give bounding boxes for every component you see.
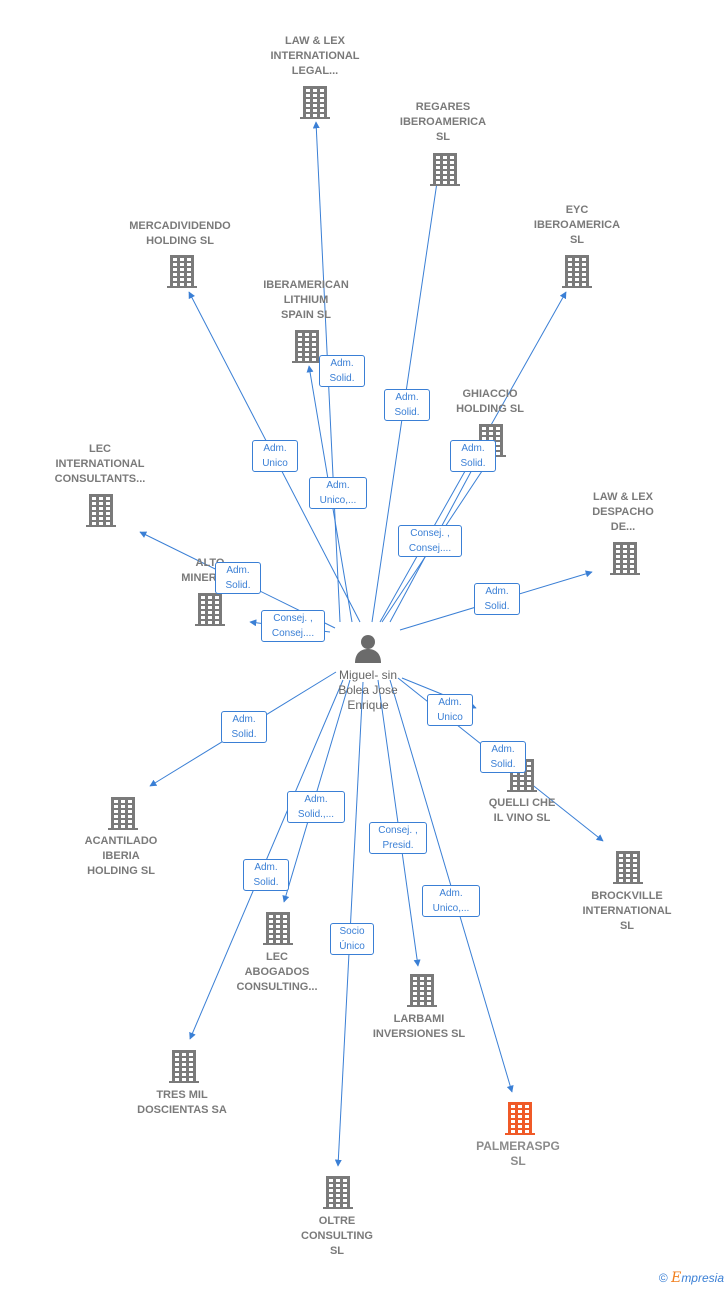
company-node-lec-intl[interactable]: LEC INTERNATIONAL CONSULTANTS...	[35, 442, 165, 487]
company-label: LEC INTERNATIONAL CONSULTANTS...	[54, 443, 146, 485]
building-icon	[195, 593, 225, 626]
brand-mark: E	[671, 1270, 682, 1286]
company-node-law-lex-desp[interactable]: LAW & LEX DESPACHO DE...	[558, 490, 688, 535]
company-node-iberamerican[interactable]: IBERAMERICAN LITHIUM SPAIN SL	[241, 278, 371, 323]
building-icon	[300, 86, 330, 119]
company-node-mercadividendo[interactable]: MERCADIVIDENDO HOLDING SL	[115, 219, 245, 249]
copyright-icon: ©	[658, 1271, 668, 1285]
company-node-law-lex-intl[interactable]: LAW & LEX INTERNATIONAL LEGAL...	[250, 34, 380, 79]
company-label: GHIACCIO HOLDING SL	[456, 388, 524, 415]
company-label: ACANTILADO IBERIA HOLDING SL	[84, 835, 158, 877]
company-label: LEC ABOGADOS CONSULTING...	[236, 951, 318, 993]
company-label: TRES MIL DOSCIENTAS SA	[137, 1089, 227, 1116]
building-icon	[610, 542, 640, 575]
relation-label[interactable]: Consej. , Consej....	[398, 525, 462, 557]
relation-label[interactable]: Adm. Solid.	[474, 583, 520, 615]
relation-label[interactable]: Consej. , Presid.	[369, 822, 427, 854]
company-node-larbami[interactable]: LARBAMI INVERSIONES SL	[354, 1012, 484, 1042]
building-icon	[263, 912, 293, 945]
building-icon	[167, 255, 197, 288]
relation-label[interactable]: Consej. , Consej....	[261, 610, 325, 642]
company-node-ghiaccio[interactable]: GHIACCIO HOLDING SL	[425, 387, 555, 417]
company-label: LARBAMI INVERSIONES SL	[372, 1013, 466, 1040]
relation-label[interactable]: Adm. Solid.	[384, 389, 430, 421]
company-label: OLTRE CONSULTING SL	[301, 1215, 373, 1257]
building-icon	[108, 797, 138, 830]
company-node-lec-abogados[interactable]: LEC ABOGADOS CONSULTING...	[212, 950, 342, 995]
relation-label[interactable]: Adm. Solid.	[221, 711, 267, 743]
company-label: PALMERASPG SL	[476, 1139, 560, 1168]
building-icon	[169, 1050, 199, 1083]
relation-label[interactable]: Adm. Solid.	[243, 859, 289, 891]
person-node[interactable]: Miguel- sin Bolea Jose Enrique	[323, 633, 413, 713]
building-icon	[430, 153, 460, 186]
person-name: Miguel- sin Bolea Jose Enrique	[338, 668, 398, 712]
company-label: MERCADIVIDENDO HOLDING SL	[129, 220, 231, 247]
company-label: LAW & LEX DESPACHO DE...	[592, 491, 654, 533]
building-icon	[323, 1176, 353, 1209]
relation-label[interactable]: Adm. Unico	[252, 440, 298, 472]
company-node-eyc[interactable]: EYC IBEROAMERICA SL	[512, 203, 642, 248]
company-label: EYC IBEROAMERICA SL	[533, 204, 621, 246]
relation-label[interactable]: Adm. Solid.	[480, 741, 526, 773]
company-node-tres-mil[interactable]: TRES MIL DOSCIENTAS SA	[117, 1088, 247, 1118]
relation-label[interactable]: Adm. Unico,...	[422, 885, 480, 917]
building-icon	[292, 330, 322, 363]
building-icon	[86, 494, 116, 527]
company-label: QUELLI CHE IL VINO SL	[488, 797, 556, 824]
building-icon	[562, 255, 592, 288]
relation-label[interactable]: Adm. Unico,...	[309, 477, 367, 509]
relation-label[interactable]: Adm. Solid.	[319, 355, 365, 387]
person-icon	[355, 635, 381, 663]
company-node-regares[interactable]: REGARES IBEROAMERICA SL	[378, 100, 508, 145]
company-node-quelli[interactable]: QUELLI CHE IL VINO SL	[457, 796, 587, 826]
relation-label[interactable]: Adm. Solid.,...	[287, 791, 345, 823]
relation-label[interactable]: Adm. Unico	[427, 694, 473, 726]
relation-label[interactable]: Adm. Solid.	[215, 562, 261, 594]
brand-name: mpresia	[681, 1271, 724, 1285]
company-node-acantilado[interactable]: ACANTILADO IBERIA HOLDING SL	[56, 834, 186, 879]
building-icon	[407, 974, 437, 1007]
company-node-oltre[interactable]: OLTRE CONSULTING SL	[272, 1214, 402, 1259]
company-node-palmeraspg[interactable]: PALMERASPG SL	[453, 1139, 583, 1169]
relation-label[interactable]: Socio Único	[330, 923, 374, 955]
brand-footer[interactable]: © Empresia	[659, 1270, 724, 1286]
company-label: REGARES IBEROAMERICA SL	[399, 101, 487, 143]
building-icon	[613, 851, 643, 884]
building-icon	[505, 1102, 535, 1135]
company-label: BROCKVILLE INTERNATIONAL SL	[582, 890, 672, 932]
company-label: LAW & LEX INTERNATIONAL LEGAL...	[270, 35, 360, 77]
company-label: IBERAMERICAN LITHIUM SPAIN SL	[263, 279, 349, 321]
company-node-brockville[interactable]: BROCKVILLE INTERNATIONAL SL	[562, 889, 692, 934]
relation-label[interactable]: Adm. Solid.	[450, 440, 496, 472]
